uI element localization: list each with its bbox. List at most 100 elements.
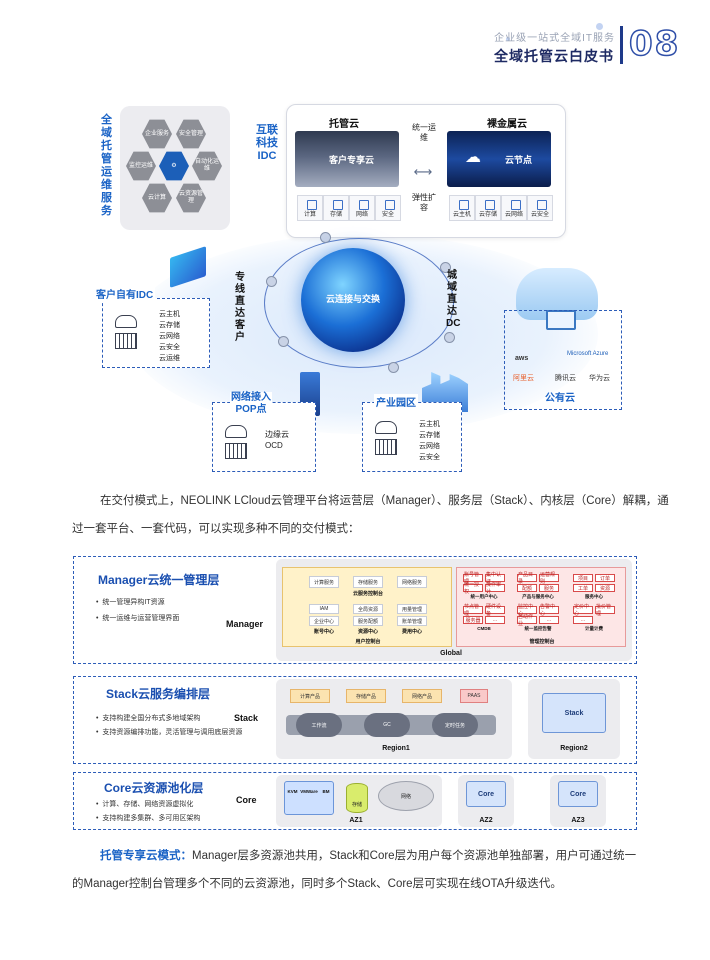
list-item: 边缘云 bbox=[265, 430, 289, 439]
cloud-icon bbox=[225, 425, 247, 438]
globe-icon: 云连接与交换 bbox=[301, 248, 405, 352]
huawei-logo: 华为云 bbox=[589, 375, 610, 382]
network-icon: 网络 bbox=[349, 195, 375, 221]
mgmt-item: 资源 bbox=[595, 584, 615, 592]
mgmt-item: 服务器 bbox=[463, 616, 483, 624]
region1-panel: 计算产品 存储产品 网络产品 PAAS 工作流 GC 定时任务 Region1 bbox=[276, 679, 512, 759]
mgmt-label: 统一用户中心 bbox=[470, 594, 498, 599]
mgmt-item: 工单 bbox=[573, 584, 593, 592]
console-item: 网络服务 bbox=[397, 576, 427, 588]
stack-title: Stack云服务编排层 bbox=[106, 687, 211, 701]
mgmt-label: 服务中心 bbox=[585, 594, 603, 599]
console-item: 企业中心 bbox=[309, 616, 339, 626]
idc-label: 互联科技IDC bbox=[256, 124, 278, 162]
bullet: • 计算、存储、网络资源虚拟化 bbox=[96, 801, 194, 808]
console-label: 费用中心 bbox=[401, 629, 422, 635]
engine-item: 定时任务 bbox=[432, 713, 478, 737]
pop-title: 网络接入POP点 bbox=[230, 392, 272, 416]
park-list: 云主机 云存储 云网络 云安全 bbox=[419, 419, 440, 463]
mgmt-label: 管理控制台 bbox=[529, 639, 555, 645]
router-node bbox=[278, 336, 289, 347]
az1-label: AZ1 bbox=[349, 817, 363, 824]
az2-panel: Core AZ2 bbox=[458, 775, 514, 827]
az3-panel: Core AZ3 bbox=[550, 775, 606, 827]
network-ring bbox=[264, 238, 454, 368]
laptop-icon bbox=[546, 310, 576, 330]
bullet-text: 统一运维与运营管理界面 bbox=[102, 615, 180, 622]
unified-ops-label: 统一运维 bbox=[412, 123, 436, 142]
mgmt-label: CMDB bbox=[477, 626, 491, 631]
manager-title: Manager云统一管理层 bbox=[98, 573, 220, 587]
azure-logo: Microsoft Azure bbox=[567, 351, 609, 357]
header-divider bbox=[620, 26, 623, 64]
architecture-diagram: 全域托管运维服务 企业服务 安全管理 监控运维 ⚙ 自动化运维 云计算 云资源管… bbox=[88, 102, 634, 478]
console-label: 用户控制台 bbox=[355, 639, 381, 645]
bullet: • 统一管理异构IT资源 bbox=[96, 599, 165, 606]
engine-item: GC bbox=[364, 713, 410, 737]
product-item: 存储产品 bbox=[346, 689, 386, 703]
cloud-host-icon: 云主机 bbox=[449, 195, 475, 221]
bullet: • 支持资源编排功能，灵活管理与调用底层资源 bbox=[96, 729, 243, 736]
hypervisor-box bbox=[284, 781, 334, 815]
server-node-image: 云节点 ☁ bbox=[447, 131, 551, 187]
service-hex: 监控运维 bbox=[126, 151, 156, 181]
park-box: 云主机 云存储 云网络 云安全 bbox=[362, 402, 462, 472]
list-item: 云网络 bbox=[159, 333, 180, 340]
tencent-logo: 腾讯云 bbox=[555, 375, 576, 382]
pop-list: 边缘云 OCD bbox=[265, 429, 289, 451]
managed-cloud-resources: 计算 存储 网络 安全 bbox=[297, 195, 401, 221]
mgmt-item: 运营规则 bbox=[539, 572, 559, 585]
bullet: • 统一运维与运营管理界面 bbox=[96, 615, 180, 622]
mgmt-item: ... bbox=[485, 616, 505, 624]
list-item: 云网络 bbox=[419, 443, 440, 450]
datacenter-panel: 托管云 客户专享云 计算 存储 网络 安全 统一运维 ⟷ 弹性扩容 裸金属云 云… bbox=[286, 104, 566, 238]
security-icon: 安全 bbox=[375, 195, 401, 221]
services-label: 全域托管运维服务 bbox=[101, 114, 112, 217]
core-title: Core云资源池化层 bbox=[104, 781, 204, 795]
mgmt-item: 配额 bbox=[517, 584, 537, 592]
mgmt-item: 产品目录 bbox=[517, 572, 537, 585]
hypervisor-item: BM bbox=[322, 789, 330, 794]
decor-dot bbox=[506, 37, 510, 41]
list-item: OCD bbox=[265, 441, 283, 450]
bare-metal-caption: 云节点 bbox=[505, 155, 533, 165]
bullet-text: 支持资源编排功能，灵活管理与调用底层资源 bbox=[102, 729, 243, 736]
az2-label: AZ2 bbox=[479, 817, 493, 824]
stack-layer: Stack云服务编排层 • 支持构建全国分布式多地域架构 • 支持资源编排功能，… bbox=[73, 676, 637, 764]
elastic-label: 弹性扩容 bbox=[412, 193, 436, 212]
stack-key: Stack bbox=[234, 713, 259, 723]
rack-icon bbox=[115, 333, 137, 349]
console-item: 存储服务 bbox=[353, 576, 383, 588]
cloud-icon bbox=[115, 315, 137, 328]
console-item: 全局资源 bbox=[353, 604, 383, 614]
dedicated-line-label: 专线直达客户 bbox=[235, 272, 245, 343]
public-cloud-box: aws Microsoft Azure 阿里云 腾讯云 华为云 公有云 bbox=[504, 310, 622, 410]
mgmt-label: 计量计费 bbox=[585, 626, 603, 631]
hypervisor-item: KVM bbox=[287, 789, 298, 794]
list-item: 云运维 bbox=[159, 355, 180, 362]
console-item: 用量管理 bbox=[397, 604, 427, 614]
bare-metal-resources: 云主机 云存储 云网络 云安全 bbox=[449, 195, 553, 221]
console-item: 服务配额 bbox=[353, 616, 383, 626]
region1-label: Region1 bbox=[382, 745, 410, 752]
mgmt-item: 项目 bbox=[573, 574, 593, 582]
router-node bbox=[320, 232, 331, 243]
pop-box: 边缘云 OCD bbox=[212, 402, 316, 472]
region2-label: Region2 bbox=[560, 745, 588, 752]
storage-icon: 存储 bbox=[323, 195, 349, 221]
product-item: 计算产品 bbox=[290, 689, 330, 703]
paragraph-line: 的Manager控制台管理多个不同的云资源池，同时多个Stack、Core层可实… bbox=[72, 878, 562, 890]
manager-key: Manager bbox=[226, 619, 264, 629]
bullet-text: 计算、存储、网络资源虚拟化 bbox=[102, 801, 194, 808]
cloud-icon: ☁ bbox=[465, 149, 481, 166]
network-oval: 网络 bbox=[378, 781, 434, 811]
global-label: Global bbox=[440, 650, 462, 657]
own-idc-box: 云主机 云存储 云网络 云安全 云运维 bbox=[102, 298, 210, 368]
services-panel: 企业服务 安全管理 监控运维 ⚙ 自动化运维 云计算 云资源管理 bbox=[120, 106, 230, 230]
router-node bbox=[388, 362, 399, 373]
header-subtitle: 企业级一站式全域IT服务 bbox=[494, 33, 615, 44]
own-idc-list: 云主机 云存储 云网络 云安全 云运维 bbox=[159, 309, 180, 364]
core-layer: Core云资源池化层 • 计算、存储、网络资源虚拟化 • 支持构建多集群、多可用… bbox=[73, 772, 637, 830]
cloud-network-icon: 云网络 bbox=[501, 195, 527, 221]
management-console: 账号管理 集中认证 统一授权 操作审计 统一用户中心 产品目录 运营规则 配额 … bbox=[456, 567, 626, 647]
